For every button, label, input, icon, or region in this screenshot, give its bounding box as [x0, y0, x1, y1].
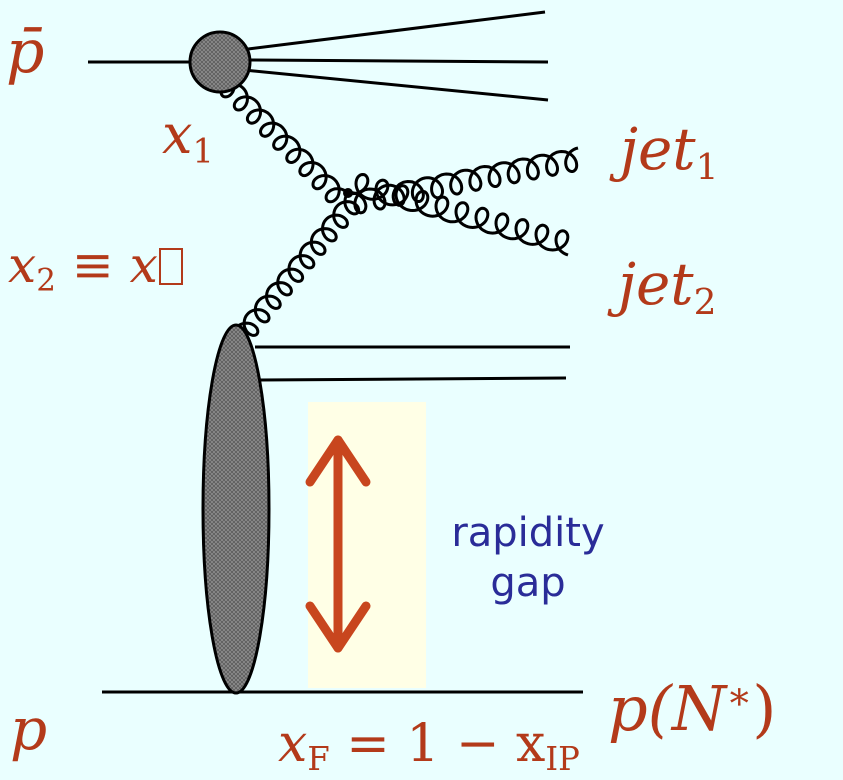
p-nstar-close: ) [752, 672, 777, 746]
xf-label: xF = 1 − xIP [278, 718, 580, 775]
jet1-label: jet1 [620, 120, 719, 186]
jet1-label-text: jet [620, 115, 696, 183]
x2-label-sub: 2 [36, 262, 56, 299]
jet2-label-text: jet [618, 250, 694, 318]
xf-label-text: x [278, 714, 308, 774]
jet2-label: jet2 [618, 255, 717, 321]
rapidity-gap-line1: rapidity [451, 510, 605, 556]
antiproton-fragment-1 [239, 10, 546, 52]
p-nstar-open: p( [608, 672, 672, 746]
xf-label-sub: F [307, 740, 330, 779]
x2-label: x2 ≡ x [8, 240, 183, 297]
pomeron-ellipse [201, 323, 271, 695]
gluon-x1 [219, 74, 349, 204]
p-nstar-label: p(N∗) [608, 677, 776, 740]
antiproton-fragment-2 [249, 58, 549, 64]
antiproton-blob [188, 30, 252, 94]
proton-label: p [10, 700, 47, 758]
gluon-x2 [234, 192, 361, 337]
x2-label-rest: ≡ x [55, 236, 158, 294]
gluon-jet2 [347, 172, 570, 257]
rapidity-gap-label: rapidity gap [438, 508, 618, 608]
jet2-label-sub: 2 [693, 282, 717, 324]
rapidity-gap-arrow [305, 435, 371, 653]
rapidity-gap-box [308, 402, 426, 688]
jet1-label-sub: 1 [695, 147, 719, 189]
missing-glyph-box [158, 248, 183, 285]
x1-label: x1 [162, 108, 214, 168]
remnant-line-2 [259, 376, 567, 382]
interaction-vertex [343, 188, 353, 198]
x2-label-text: x [8, 236, 37, 294]
xf-label-rest: = 1 − x [329, 714, 546, 774]
rapidity-gap-line2: gap [490, 560, 566, 606]
antiproton-label: p̄ [6, 22, 44, 82]
x1-label-text: x [162, 103, 193, 166]
x1-label-sub: 1 [192, 131, 214, 171]
antiproton-label-text: p̄ [6, 17, 45, 87]
p-nstar-n: N [671, 672, 727, 746]
proton-label-text: p [10, 695, 48, 763]
p-nstar-sup: ∗ [726, 674, 753, 719]
xf-label-pomeron-sub: IP [545, 740, 580, 779]
antiproton-fragment-3 [243, 68, 549, 102]
